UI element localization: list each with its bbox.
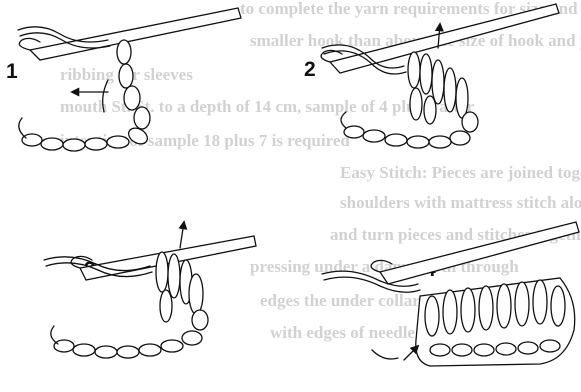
chain-stitches	[344, 112, 478, 148]
arrow-icon	[404, 346, 418, 360]
step-2-number: 2	[304, 58, 316, 81]
chain-stitches	[54, 310, 208, 358]
step-1-illustration: 1	[6, 8, 241, 151]
background-text-line: shoulders with mattress stitch along the…	[340, 193, 581, 212]
arrow-icon	[180, 222, 184, 248]
step-1-number: 1	[6, 60, 18, 83]
step-2-illustration: 2	[304, 4, 559, 148]
background-text-line: Easy Stitch: Pieces are joined together	[340, 163, 581, 182]
background-text-line: with edges of needle	[270, 323, 415, 342]
step-3-illustration: 3	[44, 222, 256, 358]
